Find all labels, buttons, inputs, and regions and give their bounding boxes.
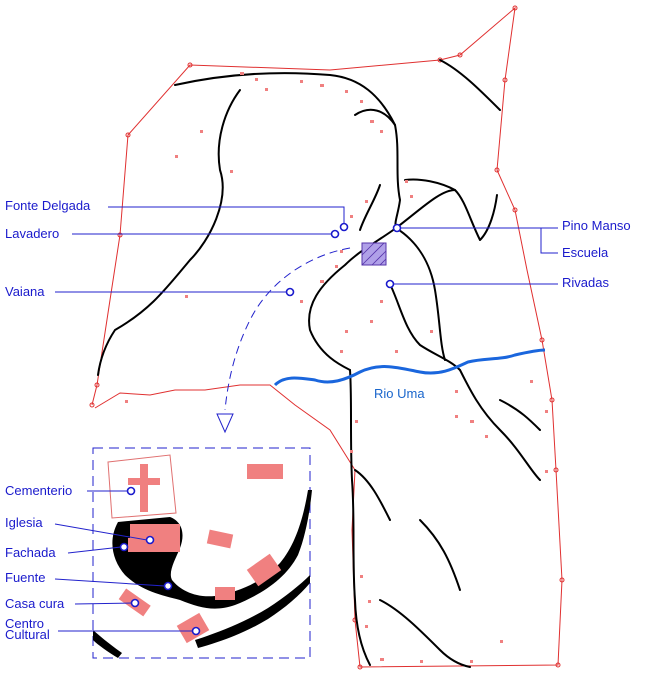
poi-vaiana: Vaiana (5, 284, 295, 299)
marker-fachada[interactable] (119, 542, 129, 552)
label-cementerio: Cementerio (5, 483, 72, 498)
label-rio-uma: Rio Uma (374, 386, 425, 401)
poi-lavadero: Lavadero (5, 226, 340, 241)
marker-iglesia[interactable] (145, 535, 155, 545)
label-casa-cura: Casa cura (5, 596, 65, 611)
label-pino-manso: Pino Manso (562, 218, 631, 233)
inset-poi-iglesia: Iglesia (5, 515, 155, 545)
parish-boundary (91, 6, 563, 668)
building-ne (247, 464, 283, 479)
poi-fonte-delgada: Fonte Delgada (5, 198, 349, 232)
river-rio-uma (273, 348, 546, 387)
marker-fuente[interactable] (163, 581, 173, 591)
marker-cementerio[interactable] (126, 486, 136, 496)
marker-rivadas[interactable] (385, 279, 395, 289)
poi-pino-manso: Pino Manso (392, 218, 631, 233)
marker-lavadero[interactable] (330, 229, 340, 239)
inset-poi-fachada: Fachada (5, 542, 129, 560)
label-fuente: Fuente (5, 570, 45, 585)
plaza-road-left (93, 630, 122, 658)
label-centro: Centro (5, 616, 44, 631)
label-fachada: Fachada (5, 545, 56, 560)
label-iglesia: Iglesia (5, 515, 43, 530)
marker-fonte-delgada[interactable] (339, 222, 349, 232)
fachada-building (128, 538, 140, 552)
inset-poi-centro-cultural: Centro Cultural (5, 616, 201, 642)
inset-poi-casa-cura: Casa cura (5, 596, 140, 611)
label-cultural: Cultural (5, 627, 50, 642)
cemetery-enclosure (107, 454, 177, 519)
marker-centro-cultural[interactable] (191, 626, 201, 636)
cemetery-cross (128, 464, 160, 512)
inset-poi-fuente: Fuente (5, 570, 173, 591)
marker-casa-cura[interactable] (130, 598, 140, 608)
inset-connector (224, 247, 351, 411)
poi-rivadas: Rivadas (385, 275, 609, 290)
inset-arrow (216, 413, 234, 434)
poi-escuela: Escuela (540, 228, 609, 260)
label-vaiana: Vaiana (5, 284, 45, 299)
building-east (246, 553, 282, 587)
village-inset: Cementerio Iglesia Fachada Fuente Casa c… (5, 447, 313, 659)
boundary-vertices (89, 5, 565, 670)
marker-pino-manso[interactable] (392, 223, 402, 233)
label-fonte-delgada: Fonte Delgada (5, 198, 91, 213)
building-south (215, 587, 235, 600)
marker-vaiana[interactable] (285, 287, 295, 297)
hatch-lines (361, 242, 387, 266)
plaza-road-lower (195, 575, 310, 648)
label-escuela: Escuela (562, 245, 609, 260)
label-lavadero: Lavadero (5, 226, 59, 241)
label-rivadas: Rivadas (562, 275, 609, 290)
inset-poi-cementerio: Cementerio (5, 483, 136, 498)
scattered-buildings (125, 72, 548, 663)
building-mid (206, 529, 234, 549)
road-network (97, 59, 541, 668)
